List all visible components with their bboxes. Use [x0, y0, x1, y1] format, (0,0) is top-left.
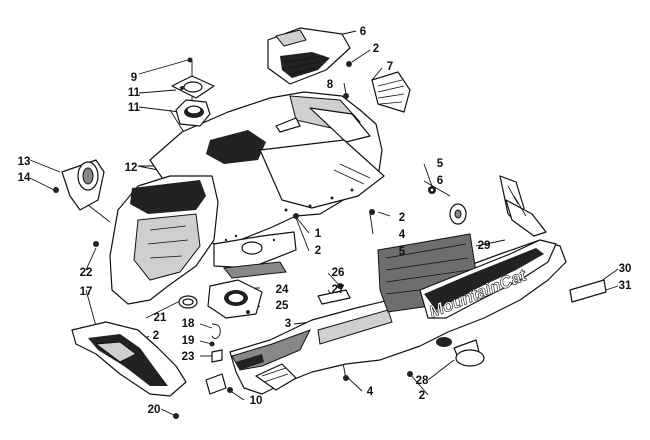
callout-16: 14 — [17, 172, 31, 184]
part-strip — [569, 279, 607, 303]
callout-10: 8 — [326, 79, 334, 91]
part-side-panel — [93, 175, 219, 305]
callout-2a: 2 — [372, 43, 380, 55]
callout-20: 20 — [147, 404, 161, 416]
callout-26: 26 — [331, 267, 345, 279]
callout-2e: 2 — [418, 390, 426, 402]
screw-icon — [407, 371, 413, 377]
callout-4b: 4 — [366, 386, 374, 398]
callout-11a: 9 — [130, 72, 138, 84]
part-air-scoop — [53, 159, 105, 211]
part-hardware — [173, 323, 233, 419]
callout-13: 11 — [127, 102, 141, 114]
callout-17: 17 — [79, 286, 93, 298]
part-floor-pan — [213, 231, 297, 279]
callout-14: 12 — [124, 162, 138, 174]
screw-icon — [180, 86, 184, 90]
callout-3: 3 — [284, 318, 292, 330]
screw-icon — [343, 93, 349, 99]
callout-23: 23 — [181, 351, 195, 363]
callout-9: 7 — [386, 61, 394, 73]
callout-19: 19 — [181, 335, 195, 347]
callout-4a: 4 — [398, 229, 406, 241]
callout-24: 24 — [275, 284, 289, 296]
callout-15: 13 — [17, 156, 31, 168]
part-small-plates — [317, 283, 351, 305]
callout-11b: 10 — [249, 395, 263, 407]
callout-29: 29 — [477, 240, 491, 252]
callout-22: 22 — [79, 267, 93, 279]
part-knob — [428, 186, 467, 225]
callout-25: 25 — [275, 300, 289, 312]
callout-2c: 2 — [314, 245, 322, 257]
callout-6: 5 — [436, 158, 444, 170]
bolt-icon — [369, 209, 375, 215]
callout-27: 27 — [331, 284, 345, 296]
callout-12: 11 — [127, 87, 141, 99]
callout-5: 5 — [398, 246, 406, 258]
callout-18: 18 — [181, 318, 195, 330]
part-lower-bumper — [71, 321, 187, 397]
bolt-icon — [293, 213, 299, 219]
part-boot-assembly — [171, 57, 215, 127]
part-ring — [178, 295, 198, 309]
callout-28: 28 — [415, 375, 429, 387]
screw-icon — [346, 61, 352, 67]
part-vent-grill — [371, 71, 411, 113]
callout-2b: 2 — [398, 212, 406, 224]
callout-21: 21 — [153, 312, 167, 324]
part-mount-plate — [207, 279, 263, 319]
part-vent-bracket — [267, 27, 351, 85]
callout-1: 1 — [314, 228, 322, 240]
callout-2d: 2 — [152, 330, 160, 342]
bolt-icon — [343, 375, 349, 381]
callout-31: 31 — [618, 280, 632, 292]
callout-7: 6 — [436, 175, 444, 187]
callout-30: 30 — [618, 263, 632, 275]
callout-8: 6 — [359, 26, 367, 38]
